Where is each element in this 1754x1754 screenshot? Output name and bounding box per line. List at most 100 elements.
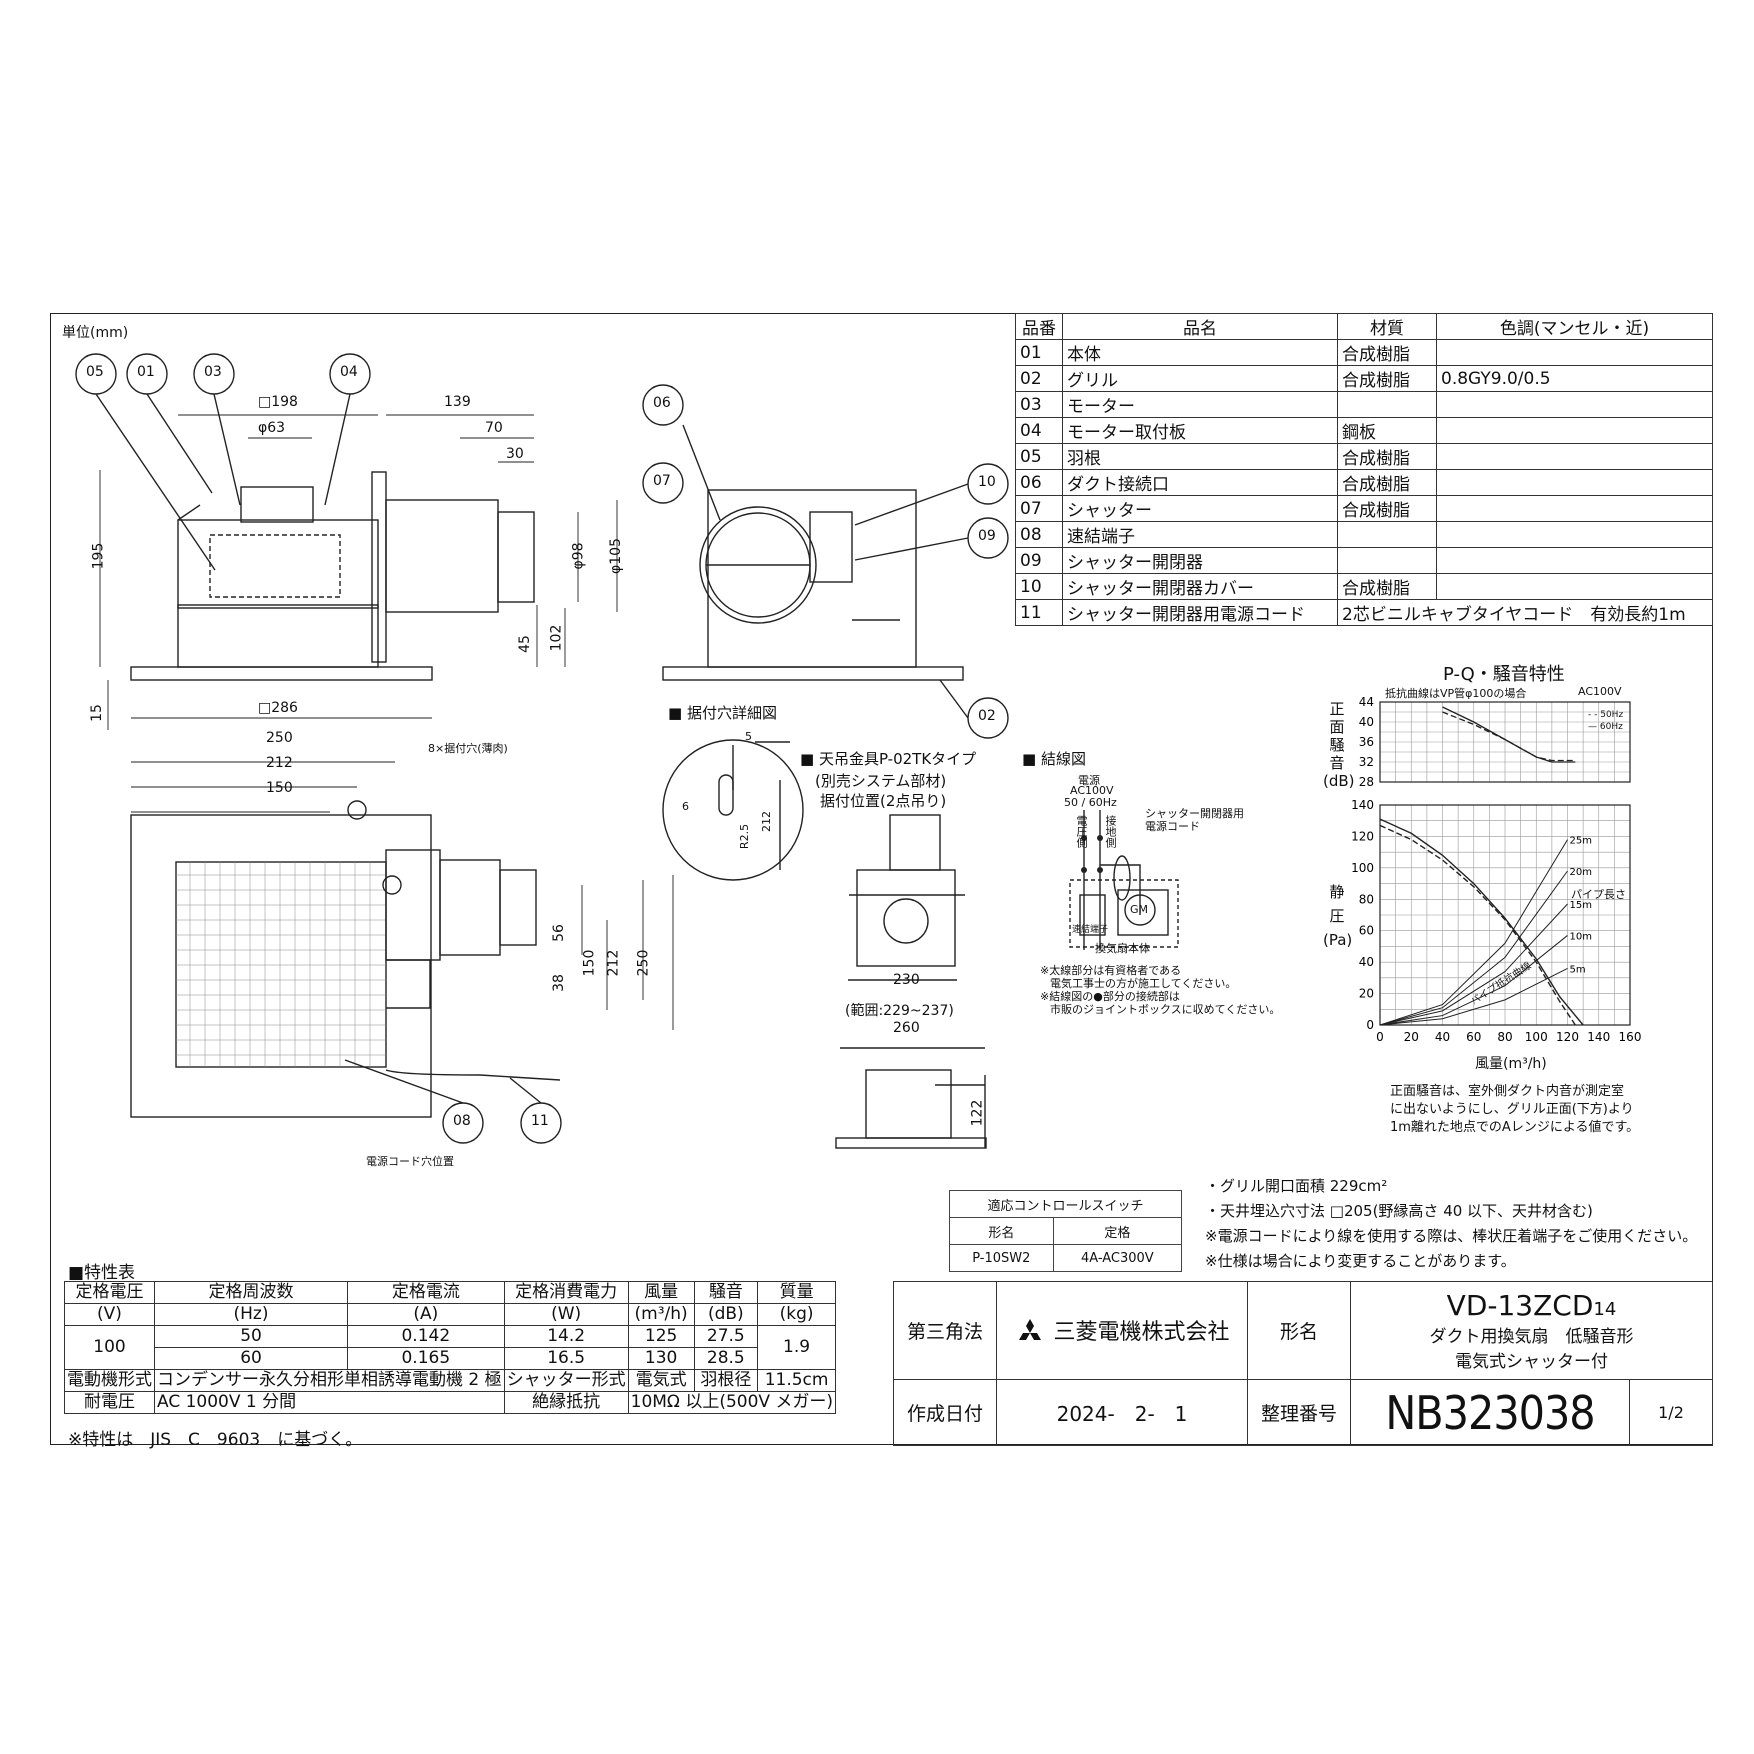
cell [1436, 547, 1713, 574]
model: VD-13ZCD14 [1446, 1289, 1617, 1322]
plan-view [130, 800, 561, 1118]
spec-mass: 1.9 [757, 1325, 837, 1370]
pq-ytick-label: 20 [1359, 987, 1374, 1001]
noise-frame [1379, 701, 1631, 783]
wiring-ground-side: 接地側 [1104, 815, 1117, 848]
title-block: 第三角法 三菱電機株式会社 形名 VD-13ZCD14 ダクト用換気扇 低騒音形… [893, 1281, 1713, 1446]
dim-150: 150 [266, 780, 293, 796]
dim-30: 30 [506, 446, 524, 462]
table-row: 100 50 0.142 14.2 125 27.5 1.9 [64, 1325, 837, 1370]
company: 三菱電機株式会社 [996, 1281, 1248, 1380]
date: 2024- 2- 1 [996, 1379, 1248, 1446]
spec-u6: (kg) [757, 1303, 837, 1326]
resistance-label: 5m [1570, 964, 1586, 975]
cell: 0.142 [347, 1325, 505, 1348]
resistance-label: 10m [1570, 931, 1592, 942]
side-view [95, 393, 535, 681]
spec-h6: 質量 [757, 1281, 837, 1304]
pq-xtick-label: 80 [1497, 1030, 1512, 1044]
dim-260: 260 [893, 1020, 920, 1036]
spec-u1: (Hz) [153, 1303, 349, 1326]
callout-09: 09 [978, 528, 996, 544]
dim-range: (範囲:229~237) [845, 1003, 954, 1019]
resistance-label: 15m [1570, 900, 1592, 911]
callout-06: 06 [653, 395, 671, 411]
wiring-voltage-side: 電圧側 [1075, 815, 1088, 848]
pq-ytick-label: 60 [1359, 924, 1374, 938]
chart-title: P-Q・騒音特性 [1443, 664, 1565, 685]
cell: 01 [1015, 339, 1063, 366]
cell: 27.5 [693, 1325, 759, 1348]
wiring-note4: 市販のジョイントボックスに収めてください。 [1050, 1003, 1281, 1016]
cell: 14.2 [503, 1325, 629, 1348]
cell: 08 [1015, 521, 1063, 548]
dim-70: 70 [485, 420, 503, 436]
spec-u3: (W) [503, 1303, 629, 1326]
dim-5: 5 [745, 730, 752, 743]
pq-ytick-label: 80 [1359, 892, 1374, 906]
ctrl-v2: 4A-AC300V [1052, 1244, 1183, 1272]
cell: 羽根 [1062, 443, 1338, 470]
parts-h-color: 色調(マンセル・近) [1436, 313, 1713, 340]
cell: 50 [153, 1325, 349, 1348]
spec-table: 定格電圧 定格周波数 定格電流 定格消費電力 風量 騒音 質量 (V) (Hz)… [64, 1281, 837, 1414]
pq-ytick-label: 0 [1366, 1018, 1374, 1032]
spec-u5: (dB) [693, 1303, 759, 1326]
desc1: ダクト用換気扇 低騒音形 [1429, 1327, 1634, 1347]
cell: 11.5cm [757, 1369, 837, 1392]
pq-frame [1379, 804, 1631, 1026]
cell: シャッター形式 [503, 1369, 629, 1392]
parts-h-no: 品番 [1015, 313, 1063, 340]
noise-series-line [1442, 711, 1576, 762]
cell: 合成樹脂 [1337, 573, 1437, 600]
chart-xlabel: 風量(m³/h) [1475, 1056, 1547, 1072]
hole-detail-drawing [662, 739, 804, 881]
cell: 速結端子 [1062, 521, 1338, 548]
cell: 16.5 [503, 1347, 629, 1370]
cell: 10MΩ 以上(500V メガー) [627, 1391, 837, 1414]
resistance-curve [1379, 967, 1568, 1026]
callout-03: 03 [204, 364, 222, 380]
wiring-title: ■ 結線図 [1022, 750, 1086, 768]
spec-footnote: ※特性は JIS C 9603 に基づく。 [68, 1430, 363, 1450]
hanger-drawing [835, 814, 987, 1149]
note-2: ・天井埋込穴寸法 □205(野縁高さ 40 以下、天井材含む) [1205, 1202, 1593, 1220]
cell [1436, 443, 1713, 470]
note-4: ※仕様は場合により変更することがあります。 [1205, 1252, 1516, 1270]
noise-tick-label: 36 [1359, 735, 1374, 749]
callout-01: 01 [137, 364, 155, 380]
cell: 2芯ビニルキャブタイヤコード 有効長約1m [1337, 599, 1713, 626]
dim-phi63: φ63 [258, 420, 286, 436]
resistance-curve [1379, 870, 1568, 1026]
spec-h5: 騒音 [693, 1281, 759, 1304]
wiring-note3: ※結線図の●部分の接続部は [1040, 990, 1180, 1003]
cell: 電動機形式 [64, 1369, 155, 1392]
cell: 130 [627, 1347, 695, 1370]
cell: 本体 [1062, 339, 1338, 366]
cell: 鋼板 [1337, 417, 1437, 444]
wiring-drawing [1069, 810, 1179, 950]
wiring-note1: ※太線部分は有資格者である [1040, 964, 1182, 977]
cell: 羽根径 [693, 1369, 759, 1392]
cell [1436, 573, 1713, 600]
parts-h-material: 材質 [1337, 313, 1437, 340]
cell: 合成樹脂 [1337, 339, 1437, 366]
noise-tick-label: 44 [1359, 695, 1374, 709]
noise-tick-label: 40 [1359, 715, 1374, 729]
spec-h2: 定格電流 [347, 1281, 505, 1304]
chart-note-2: に出ないようにし、グリル正面(下方)より [1390, 1102, 1634, 1117]
table-row: 電動機形式 コンデンサー永久分相形単相誘導電動機 2 極 シャッター形式 電気式… [64, 1369, 837, 1392]
pq-xtick-label: 100 [1525, 1030, 1548, 1044]
dim-holes: 8×据付穴(薄肉) [428, 742, 508, 755]
cell: 絶縁抵抗 [503, 1391, 629, 1414]
hanger-title: ■ 天吊金具P-02TKタイプ [800, 750, 977, 768]
resistance-curve [1379, 839, 1568, 1026]
wiring-note2: 電気工事士の方が施工してください。 [1050, 977, 1237, 990]
resistance-curve [1379, 903, 1568, 1026]
